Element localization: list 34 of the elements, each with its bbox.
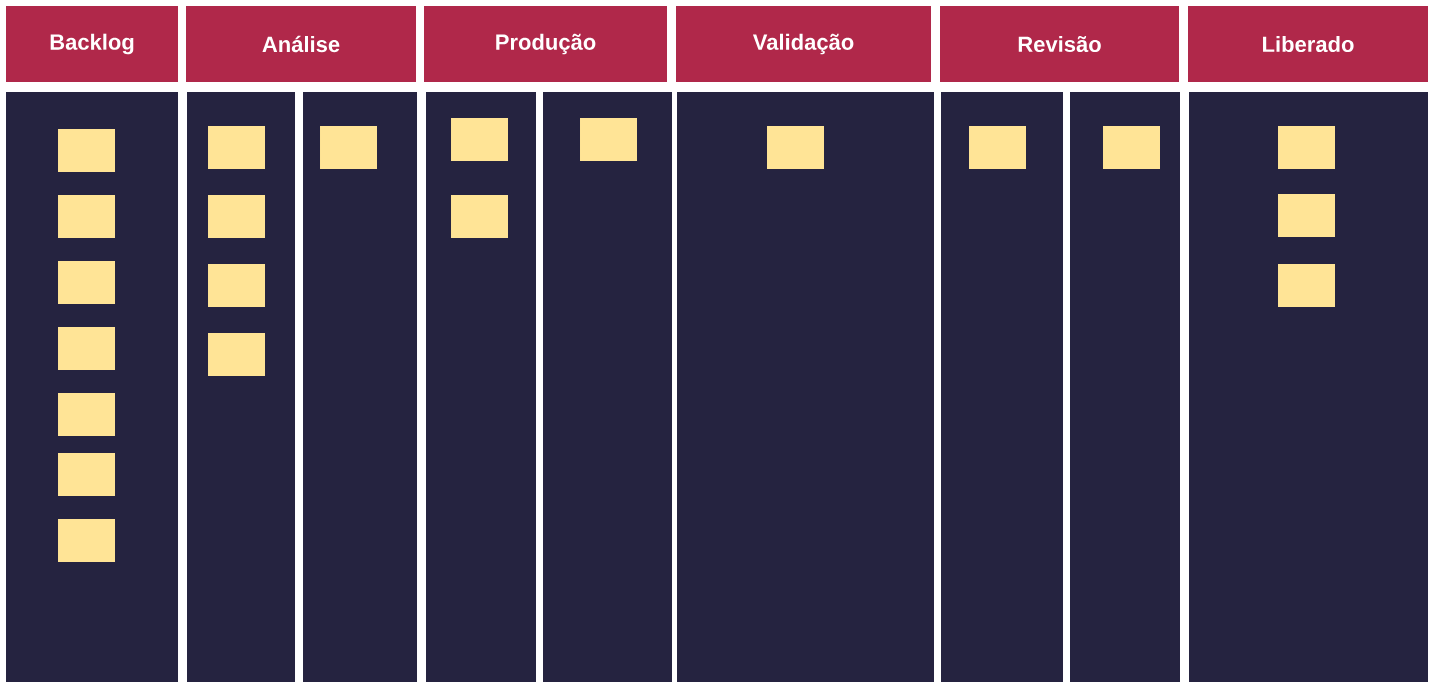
sticky-note: [208, 264, 265, 307]
board-column: [941, 92, 1063, 682]
column-header: Validação: [676, 6, 931, 82]
sticky-note: [767, 126, 824, 169]
sticky-note: [580, 118, 637, 161]
sticky-note: [58, 327, 115, 370]
sticky-note: [58, 129, 115, 172]
sticky-note: [58, 453, 115, 496]
sticky-note: [969, 126, 1026, 169]
sticky-note: [208, 195, 265, 238]
sticky-note: [58, 519, 115, 562]
sticky-note: [320, 126, 377, 169]
board-column: [677, 92, 934, 682]
column-header: Produção: [424, 6, 667, 82]
board-column: [1070, 92, 1180, 682]
sticky-note: [451, 195, 508, 238]
sticky-note: [58, 393, 115, 436]
sticky-note: [1278, 264, 1335, 307]
sticky-note: [451, 118, 508, 161]
column-header: Revisão: [940, 6, 1179, 82]
sticky-note: [1103, 126, 1160, 169]
column-header: Backlog: [6, 6, 178, 82]
board-column: [1189, 92, 1428, 682]
column-header: Análise: [186, 6, 416, 82]
sticky-note: [1278, 126, 1335, 169]
board-column: [303, 92, 417, 682]
column-header: Liberado: [1188, 6, 1428, 82]
board-column: [543, 92, 672, 682]
sticky-note: [208, 126, 265, 169]
sticky-note: [1278, 194, 1335, 237]
sticky-note: [58, 261, 115, 304]
sticky-note: [208, 333, 265, 376]
sticky-note: [58, 195, 115, 238]
board-column: [426, 92, 536, 682]
